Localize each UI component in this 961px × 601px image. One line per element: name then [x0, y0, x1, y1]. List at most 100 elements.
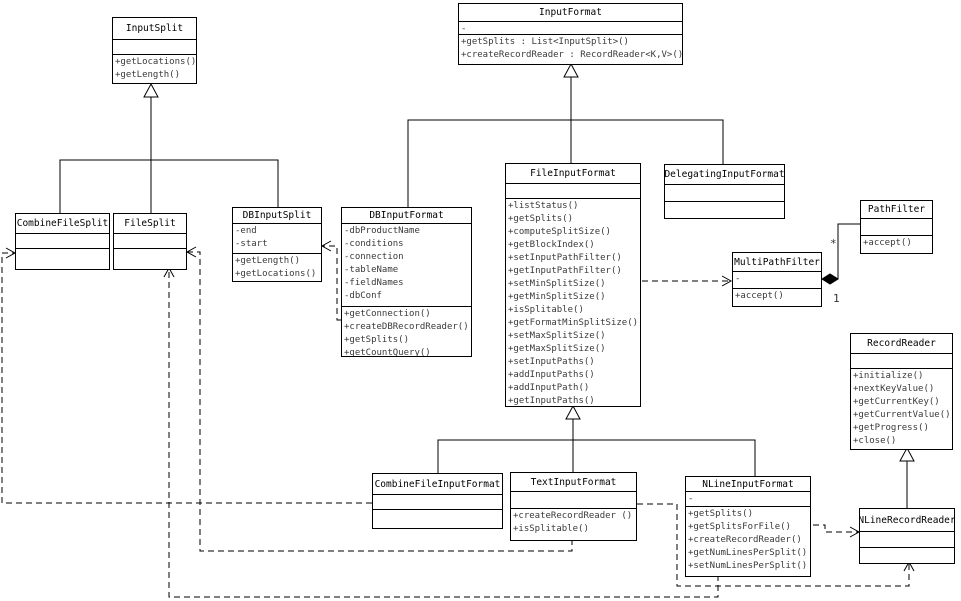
- class-multipathfilter: MultiPathFilter - +accept(): [732, 252, 822, 307]
- methods-section: [373, 509, 502, 528]
- class-nlineinputformat: NLineInputFormat-+getSplits()+getSplitsF…: [685, 476, 811, 577]
- class-title: CombineFileSplit: [16, 218, 109, 229]
- method: +nextKeyValue(): [853, 384, 935, 394]
- method: +getLocations(): [235, 269, 317, 279]
- attribute: -: [461, 24, 467, 34]
- class-title: NLineRecordReader: [860, 514, 954, 526]
- dependency-arrow-icon: [185, 246, 197, 258]
- method: +getMaxSplitSize(): [508, 344, 606, 354]
- attribute: -end: [235, 226, 257, 236]
- class-combinefileinputformat: CombineFileInputFormat: [372, 473, 503, 529]
- class-title: DBInputSplit: [242, 210, 312, 221]
- methods-section: +accept(): [861, 235, 932, 253]
- class-title: InputFormat: [539, 7, 602, 18]
- method: +getProgress(): [853, 423, 929, 433]
- method: +addInputPaths(): [508, 370, 595, 380]
- method: +getInputPathFilter(): [508, 266, 622, 276]
- method: +setNumLinesPerSplit(): [688, 561, 808, 571]
- attributes-section: [113, 39, 196, 54]
- attributes-section: [506, 183, 640, 198]
- generalization-arrow-icon: [143, 82, 159, 98]
- connector-dbinputformat-to-dbinputsplit: [322, 245, 341, 321]
- method: +getConnection(): [344, 309, 431, 319]
- methods-section: [860, 547, 954, 563]
- attributes-section: -: [459, 21, 682, 34]
- methods-section: [16, 248, 109, 269]
- method: +getSplits : List<InputSplit>(): [461, 37, 629, 47]
- attributes-section: [511, 491, 636, 508]
- dependency-arrow-icon: [5, 247, 17, 259]
- class-title: DelegatingInputFormat: [665, 169, 784, 180]
- method: +setInputPaths(): [508, 357, 595, 367]
- method: +close(): [853, 436, 897, 446]
- methods-section: +listStatus()+getSplits()+computeSplitSi…: [506, 198, 640, 406]
- class-title: MultiPathFilter: [734, 256, 820, 268]
- class-title: InputSplit: [125, 23, 184, 34]
- class-title: FileInputFormat: [530, 168, 616, 179]
- connector-nlineinputformat-to-nlinerecordreader: [813, 524, 859, 533]
- method: +listStatus(): [508, 201, 579, 211]
- methods-section: +accept(): [733, 288, 821, 306]
- method: +computeSplitSize(): [508, 227, 611, 237]
- method: +accept(): [735, 291, 784, 301]
- attributes-section: [851, 353, 952, 368]
- attribute: -conditions: [344, 239, 404, 249]
- class-inputformat: InputFormat-+getSplits : List<InputSplit…: [458, 3, 683, 65]
- class-title: TextInputFormat: [530, 476, 617, 488]
- class-title: CombineFileInputFormat: [374, 478, 501, 490]
- attributes-section: -: [733, 271, 821, 288]
- attributes-section: -: [686, 491, 810, 506]
- method: +getLength(): [235, 256, 301, 266]
- attribute: -fieldNames: [344, 278, 404, 288]
- multiplicity-label: *: [830, 237, 837, 250]
- methods-section: +createRecordReader ()+isSplitable(): [511, 508, 636, 540]
- class-recordreader: RecordReader +initialize() +nextKeyValue()…: [850, 333, 953, 450]
- method: +addInputPath(): [508, 383, 590, 393]
- method: +getCurrentValue(): [853, 410, 951, 420]
- attribute: -connection: [344, 252, 404, 262]
- attribute: -dbConf: [344, 291, 382, 301]
- generalization-arrow-icon: [563, 62, 579, 78]
- connector-combinefileinputformat-to-combinefilesplit: [1, 252, 372, 504]
- methods-section: +getLocations()+getLength(): [113, 54, 196, 83]
- methods-section: +initialize()+nextKeyValue()+getCurrentK…: [851, 368, 952, 449]
- connector-multipathfilter-pathfilter-composition: [837, 223, 860, 279]
- class-title: NLineInputFormat: [702, 478, 794, 490]
- class-filesplit: FileSplit: [113, 213, 187, 270]
- method: +accept(): [863, 238, 912, 248]
- methods-section: +getSplits : List<InputSplit>() +createRe…: [459, 34, 682, 64]
- attributes-section: [665, 184, 784, 201]
- method: +setInputPathFilter(): [508, 253, 622, 263]
- class-title: PathFilter: [867, 204, 926, 215]
- dependency-arrow-icon: [320, 240, 332, 252]
- class-title: RecordReader: [867, 338, 936, 349]
- connector-fileformat-generalization-bus: [437, 439, 756, 476]
- multiplicity-label: 1: [833, 292, 840, 305]
- class-combinefilesplit: CombineFileSplit: [15, 213, 110, 270]
- methods-section: [114, 248, 186, 269]
- method: +setMinSplitSize(): [508, 279, 606, 289]
- attributes-section: -dbProductName-conditions-connection-tab…: [342, 223, 471, 306]
- method: +getCountQuery(): [344, 348, 431, 356]
- attribute: -start: [235, 239, 268, 249]
- class-inputsplit: InputSplit +getLocations()+getLength(): [112, 17, 197, 84]
- class-delegatinginputformat: DelegatingInputFormat: [664, 164, 785, 219]
- method: +getSplits(): [688, 509, 754, 519]
- method: +initialize(): [853, 371, 924, 381]
- attributes-section: [860, 531, 954, 547]
- class-textinputformat: TextInputFormat +createRecordReader ()+is…: [510, 472, 637, 541]
- method: +createRecordReader : RecordReader<K,V>(…: [461, 50, 682, 60]
- method: +getNumLinesPerSplit(): [688, 548, 808, 558]
- class-pathfilter: PathFilter +accept(): [860, 200, 933, 254]
- attributes-section: [373, 494, 502, 509]
- class-nlinerecordreader: NLineRecordReader: [859, 508, 955, 564]
- connector-split-generalization-bus: [59, 159, 279, 213]
- methods-section: +getLength() +getLocations(): [233, 253, 321, 281]
- method: +createDBRecordReader(): [344, 322, 469, 332]
- class-fileinputformat: FileInputFormat +listStatus()+getSplits()…: [505, 163, 641, 407]
- class-dbinputsplit: DBInputSplit -end -start +getLength() +getLo…: [232, 207, 322, 282]
- class-title: FileSplit: [124, 218, 176, 229]
- method: +setMaxSplitSize(): [508, 331, 606, 341]
- composition-diamond-icon: [821, 273, 839, 285]
